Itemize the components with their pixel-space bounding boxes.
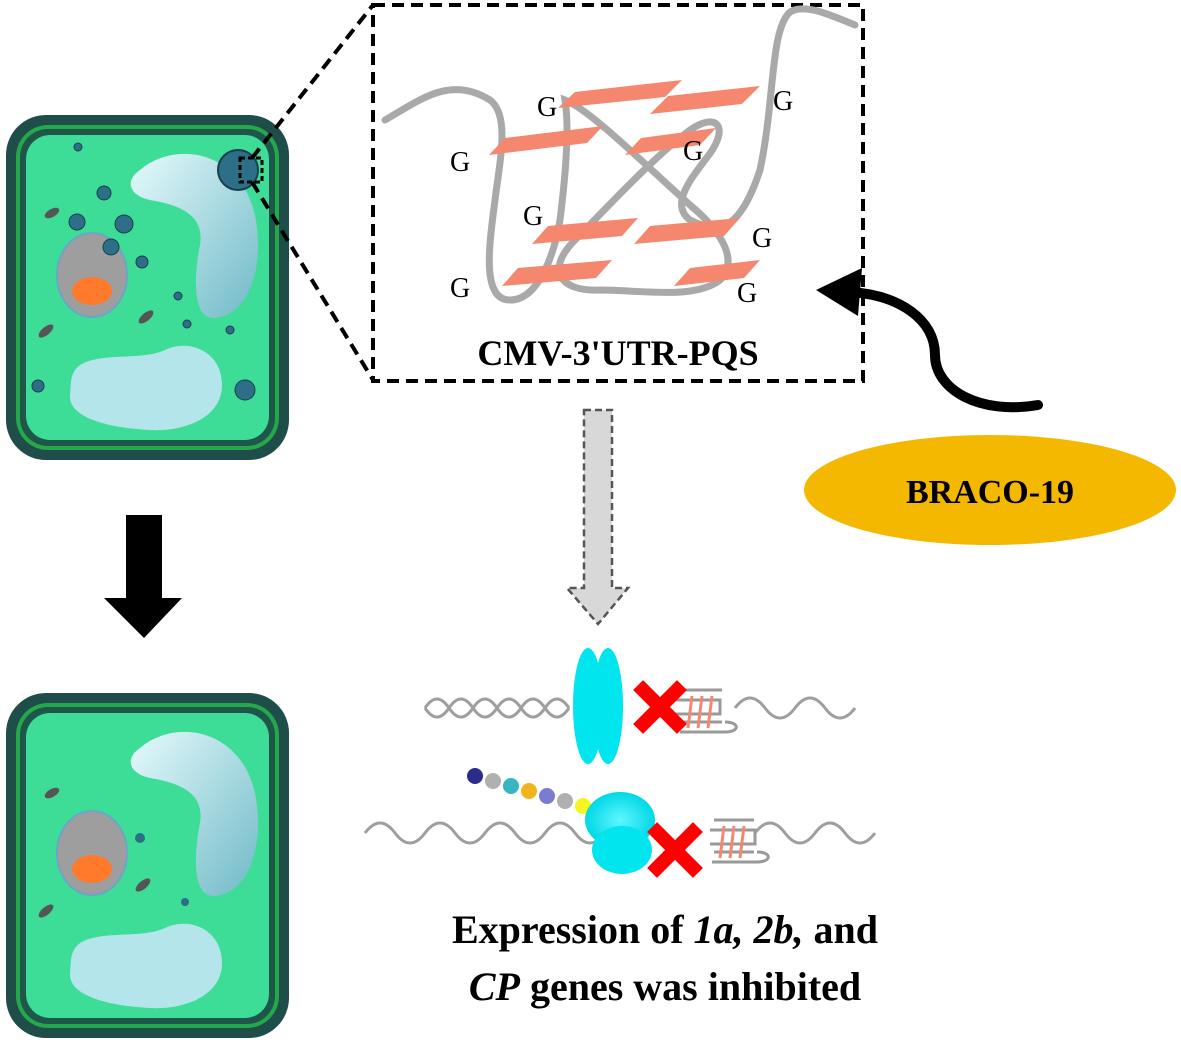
ribosome-small-subunit	[592, 826, 652, 874]
inhibition-cross	[633, 680, 687, 734]
guanine-label: G	[523, 201, 543, 232]
virus-particles	[31, 142, 256, 401]
zoom-region-marker	[238, 156, 264, 184]
zoom-line-top	[250, 3, 375, 160]
mitochondria	[38, 207, 154, 338]
translation-inhibition	[363, 768, 877, 878]
nucleolus	[72, 855, 112, 883]
peptide-bead	[485, 773, 501, 789]
process-down-arrow	[564, 408, 631, 626]
peptide-bead	[503, 778, 519, 794]
peptide-bead	[467, 768, 483, 784]
g-quadruplex-panel: G G G G G G G G CMV-3'UTR-PQS	[371, 3, 865, 383]
mitochondria	[38, 787, 151, 918]
mrna-strand	[363, 821, 607, 845]
quadruplex-block-planes	[718, 825, 746, 859]
peptide-bead	[539, 788, 555, 804]
result-caption-line1: Expression of 1a, 2b, and	[452, 907, 878, 952]
drug-ellipse	[804, 435, 1176, 545]
peptide-chain	[467, 768, 591, 814]
guanine-label: G	[683, 136, 703, 167]
peptide-bead	[575, 798, 591, 814]
large-vacuole	[130, 153, 259, 319]
result-caption-line2: CP genes was inhibited	[469, 964, 861, 1009]
guanine-label: G	[450, 147, 470, 178]
peptide-bead	[557, 793, 573, 809]
peptide-bead	[521, 783, 537, 799]
drug-binding-arrow-head	[816, 268, 862, 316]
transcription-inhibition	[423, 648, 857, 764]
inhibition-cross	[647, 822, 703, 878]
guanine-label: G	[773, 86, 793, 117]
zoom-line-bottom	[250, 180, 375, 382]
small-vacuole	[69, 923, 222, 1009]
cell-transition-arrow	[104, 515, 182, 638]
g-quartet-planes	[489, 80, 760, 286]
guanine-label: G	[737, 278, 757, 309]
guanine-label: G	[537, 92, 557, 123]
quadruplex-block	[675, 688, 738, 734]
nucleolus	[72, 277, 112, 305]
drug-binding-arrow-shaft	[845, 287, 1043, 413]
large-vacuole	[130, 731, 259, 897]
quadruplex-block-planes	[686, 695, 714, 729]
guanine-label: G	[450, 273, 470, 304]
small-vacuole	[69, 345, 222, 431]
structure-name-label: CMV-3'UTR-PQS	[477, 333, 758, 373]
quadruplex-block	[710, 818, 770, 864]
drug-label: BRACO-19	[906, 474, 1074, 511]
treated-plant-cell	[6, 693, 289, 1038]
virus-particles	[135, 833, 189, 906]
infected-plant-cell	[6, 115, 289, 460]
virus-cluster	[217, 149, 259, 191]
guanine-label: G	[752, 223, 772, 254]
